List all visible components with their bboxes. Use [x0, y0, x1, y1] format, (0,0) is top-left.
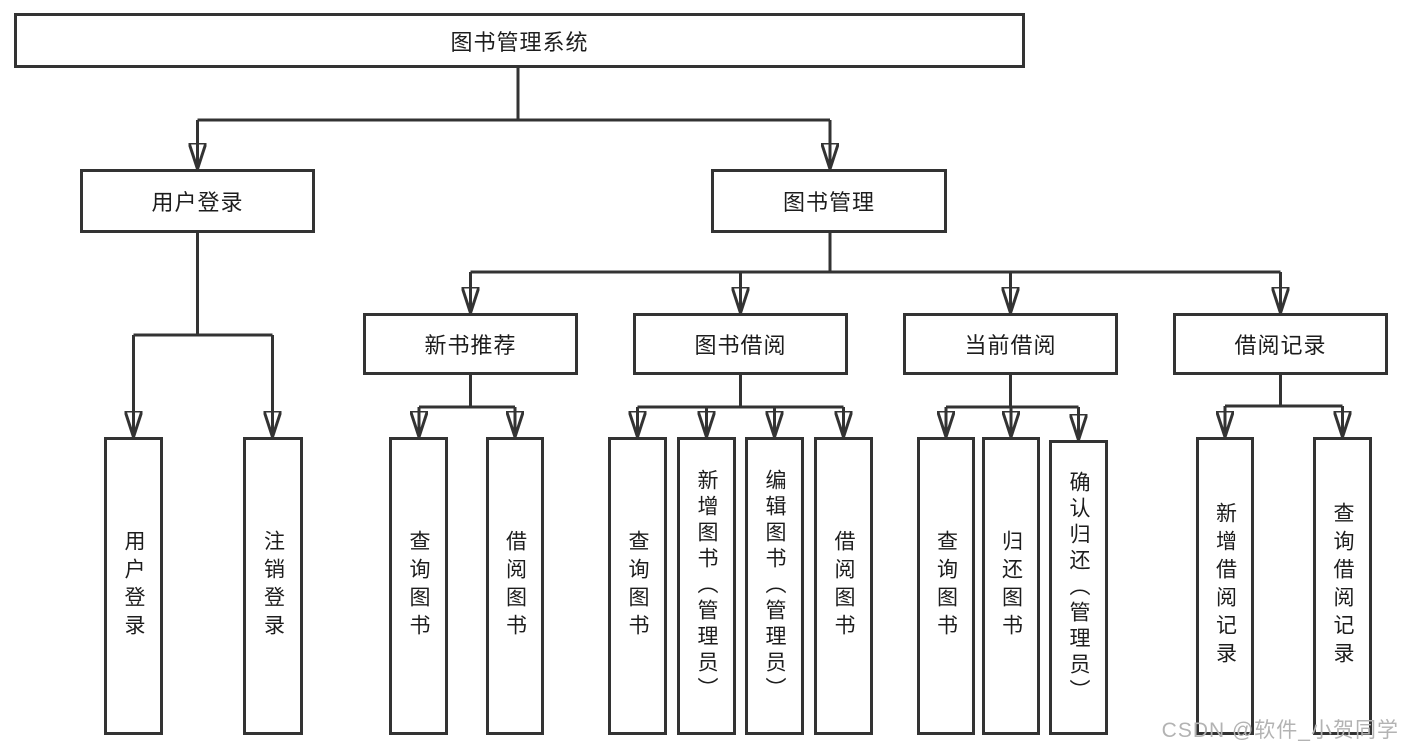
- leaf-logout-label: 注销登录: [261, 530, 285, 642]
- node-current-borrowing-label: 当前借阅: [964, 333, 1057, 358]
- leaf-bb-add-book-admin: 新增图书（管理员）: [677, 437, 736, 735]
- leaf-cb-confirm-return-admin: 确认归还（管理员）: [1049, 440, 1108, 735]
- leaf-br-add-borrow-record: 新增借阅记录: [1196, 437, 1254, 735]
- connector-book-borrowing-split: [637, 375, 844, 409]
- node-user-login-label: 用户登录: [151, 190, 244, 215]
- leaf-bb-borrow-books: 借阅图书: [814, 437, 873, 735]
- node-user-login: 用户登录: [80, 169, 315, 233]
- leaf-bb-edit-book-admin: 编辑图书（管理员）: [745, 437, 804, 735]
- leaf-user-login-label: 用户登录: [122, 530, 145, 642]
- connector-current-borrowing-split: [946, 375, 1079, 409]
- leaf-br-query-borrow-record: 查询借阅记录: [1313, 437, 1372, 735]
- node-borrowing-records: 借阅记录: [1173, 313, 1388, 375]
- leaf-bb-add-book-admin-label: 新增图书（管理员）: [695, 469, 718, 703]
- leaf-cb-confirm-return-admin-label: 确认归还（管理员）: [1067, 470, 1090, 705]
- node-book-management-label: 图书管理: [782, 190, 875, 215]
- node-current-borrowing: 当前借阅: [903, 313, 1118, 375]
- leaf-bb-query-books: 查询图书: [608, 437, 667, 735]
- node-library-system-label: 图书管理系统: [450, 29, 589, 55]
- leaf-logout: 注销登录: [243, 437, 303, 735]
- leaf-nb-query-books: 查询图书: [389, 437, 448, 735]
- connector-borrowing-records-split: [1225, 375, 1343, 408]
- connector-book-management-split: [470, 233, 1281, 274]
- node-book-borrowing: 图书借阅: [633, 313, 848, 375]
- leaf-br-add-borrow-record-label: 新增借阅记录: [1213, 502, 1237, 670]
- leaf-nb-query-books-label: 查询图书: [407, 530, 430, 642]
- leaf-cb-return-books-label: 归还图书: [999, 530, 1023, 642]
- leaf-bb-borrow-books-label: 借阅图书: [832, 530, 855, 642]
- leaf-cb-query-books: 查询图书: [917, 437, 975, 735]
- connector-new-book-split: [419, 375, 515, 409]
- leaf-bb-query-books-label: 查询图书: [626, 530, 649, 642]
- node-book-borrowing-label: 图书借阅: [694, 333, 787, 358]
- leaf-bb-edit-book-admin-label: 编辑图书（管理员）: [763, 469, 786, 703]
- leaf-cb-return-books: 归还图书: [982, 437, 1040, 735]
- node-new-book-recommendation-label: 新书推荐: [424, 333, 517, 358]
- node-book-management: 图书管理: [711, 169, 947, 233]
- node-library-system: 图书管理系统: [14, 13, 1025, 68]
- node-new-book-recommendation: 新书推荐: [363, 313, 578, 375]
- leaf-br-query-borrow-record-label: 查询借阅记录: [1331, 502, 1354, 670]
- csdn-watermark: CSDN @软件_小贺同学: [1161, 719, 1399, 742]
- leaf-cb-query-books-label: 查询图书: [934, 530, 958, 642]
- leaf-user-login: 用户登录: [104, 437, 163, 735]
- leaf-nb-borrow-books-label: 借阅图书: [503, 530, 527, 642]
- connector-root-to-level2: [197, 68, 830, 122]
- node-borrowing-records-label: 借阅记录: [1234, 333, 1327, 358]
- connector-user-login-split: [133, 233, 273, 337]
- leaf-nb-borrow-books: 借阅图书: [486, 437, 544, 735]
